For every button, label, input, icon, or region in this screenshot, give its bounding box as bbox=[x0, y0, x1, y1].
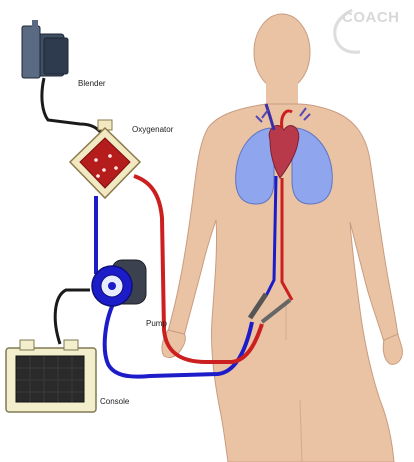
oxygenator-dot bbox=[114, 166, 118, 170]
console-screen bbox=[16, 356, 84, 402]
oxygenator-dot bbox=[94, 158, 98, 162]
oxygenator-device-icon bbox=[70, 120, 140, 198]
console-label: Console bbox=[100, 397, 130, 406]
blender-left-cylinder bbox=[22, 26, 40, 78]
oxygenator-label: Oxygenator bbox=[132, 125, 174, 134]
blender-top-port bbox=[32, 20, 38, 28]
pump-label: Pump bbox=[146, 319, 167, 328]
logo-text: COACH bbox=[342, 9, 400, 26]
pump-hub bbox=[108, 282, 116, 290]
console-cable bbox=[55, 290, 90, 344]
head bbox=[254, 14, 310, 90]
centrifugal-pump-icon bbox=[92, 260, 146, 306]
blender-device-icon bbox=[22, 20, 68, 78]
oxygenator-dot bbox=[96, 174, 100, 178]
console-monitor-icon bbox=[6, 340, 96, 412]
blender-label: Blender bbox=[78, 79, 106, 88]
coach-logo: COACH bbox=[335, 9, 400, 52]
console-left-tab bbox=[20, 340, 34, 350]
oxygenator-dot bbox=[108, 154, 112, 158]
console-right-tab bbox=[64, 340, 78, 350]
blender-right-block bbox=[44, 38, 68, 74]
oxygenator-dot bbox=[102, 168, 106, 172]
